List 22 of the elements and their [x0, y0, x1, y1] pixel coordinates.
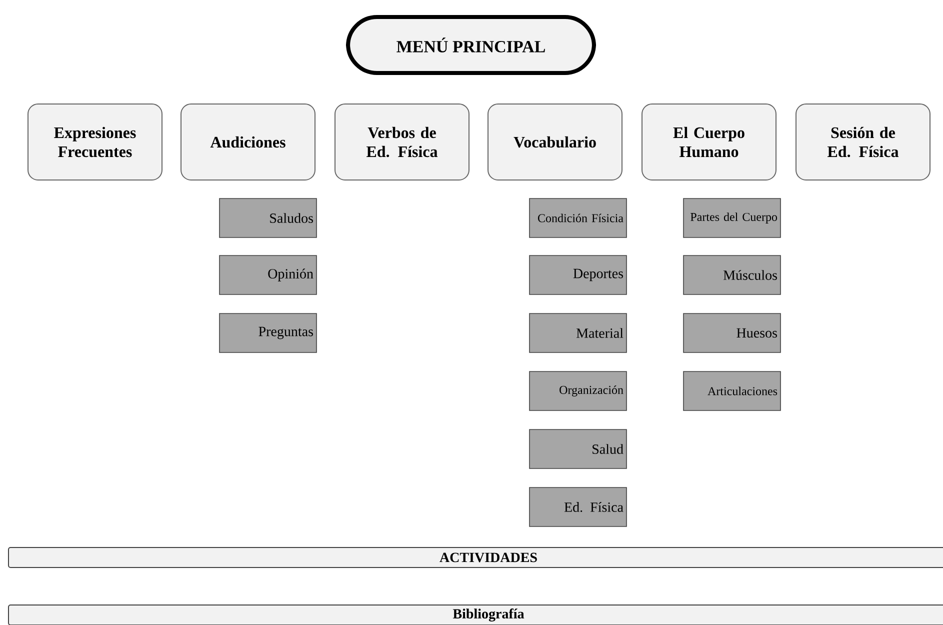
- submenu-box: Salud: [529, 429, 627, 469]
- menu-box: Verbos de Ed. Física: [334, 104, 470, 180]
- submenu-box: Huesos: [683, 313, 781, 353]
- submenu-box: Opinión: [219, 255, 317, 295]
- menu-box: Vocabulario: [488, 104, 622, 180]
- submenu-box: Preguntas: [219, 313, 317, 353]
- submenu-box: Saludos: [219, 198, 317, 238]
- section-bar: ACTIVIDADES: [8, 547, 943, 568]
- section-bar: Bibliografía: [8, 604, 943, 625]
- submenu-box: Músculos: [683, 255, 781, 295]
- menu-box: El Cuerpo Humano: [642, 104, 776, 180]
- submenu-box: Condición Físicia: [529, 198, 627, 238]
- submenu-box: Partes del Cuerpo: [683, 198, 781, 238]
- submenu-box: Articulaciones: [683, 371, 781, 411]
- submenu-box: Ed. Física: [529, 487, 627, 527]
- submenu-box: Organización: [529, 371, 627, 411]
- menu-box: Expresiones Frecuentes: [28, 104, 162, 180]
- menu-box: Audiciones: [180, 104, 316, 180]
- menu-button: MENÚ PRINCIPAL: [346, 15, 596, 75]
- submenu-box: Deportes: [529, 255, 627, 295]
- submenu-box: Material: [529, 313, 627, 353]
- menu-box: Sesión de Ed. Física: [796, 104, 930, 180]
